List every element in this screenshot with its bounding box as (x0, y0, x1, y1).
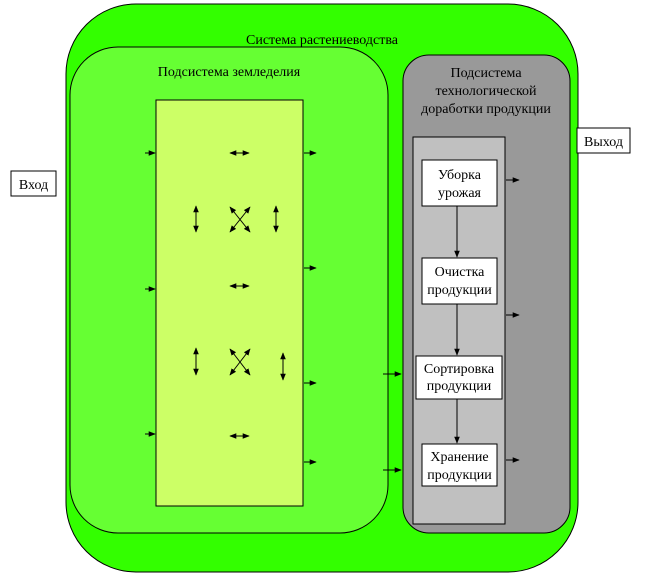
processing-title-line-3: доработки продукции (421, 102, 551, 117)
step-storage-line-2: продукции (427, 468, 492, 483)
step-harvest-line-1: Уборка (438, 168, 482, 183)
step-sorting: Сортировка продукции (415, 355, 503, 400)
input-label-box: Вход (10, 170, 57, 197)
cross-arrows-1 (229, 206, 251, 233)
step-sorting-line-2: продукции (427, 379, 492, 394)
processing-title-line-1: Подсистема (450, 66, 522, 81)
cross-arrows-2 (229, 348, 251, 376)
step-storage: Хранение продукции (421, 443, 498, 487)
transfer-arrows (383, 371, 402, 473)
output-label-box: Выход (576, 127, 631, 154)
processing-output-arrows (506, 177, 520, 463)
field-output-arrows (304, 150, 317, 465)
step-cleaning-line-1: Очистка (435, 265, 486, 280)
farming-subsystem-title: Подсистема земледелия (158, 65, 301, 80)
system-title: Система растениеводства (246, 33, 399, 48)
step-harvest-line-2: урожая (438, 186, 482, 201)
internal-interactions (193, 150, 286, 439)
step-storage-line-1: Хранение (430, 450, 488, 465)
processing-title-line-2: технологической (435, 84, 537, 99)
step-sorting-line-1: Сортировка (424, 362, 495, 377)
input-label: Вход (19, 178, 48, 193)
input-arrows (145, 150, 156, 437)
step-cleaning: Очистка продукции (421, 257, 498, 305)
farming-field (155, 99, 304, 507)
step-harvest: Уборка урожая (421, 159, 498, 207)
output-label: Выход (584, 135, 623, 150)
step-cleaning-line-2: продукции (427, 283, 492, 298)
